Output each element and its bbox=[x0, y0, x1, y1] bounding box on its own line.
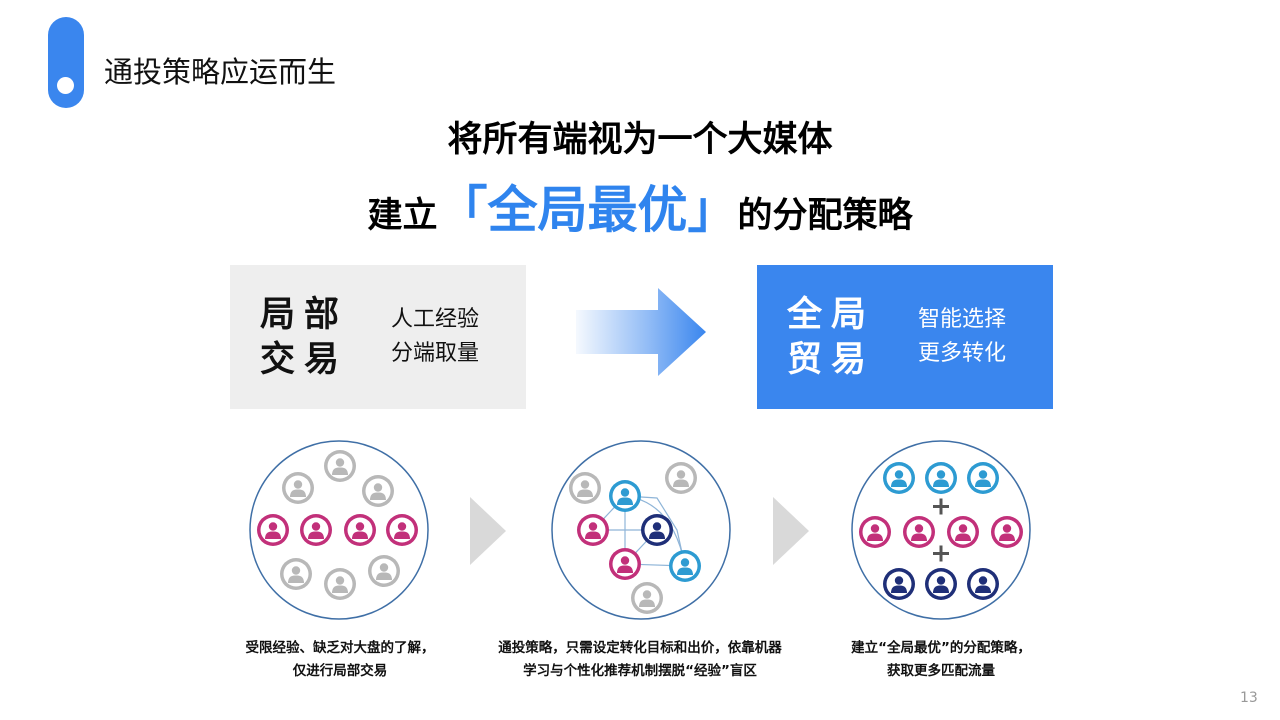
caption-local-trade: 受限经验、缺乏对大盘的了解， 仅进行局部交易 bbox=[170, 637, 510, 683]
user-icon bbox=[368, 555, 400, 587]
local-trade-box: 局部 交易 人工经验 分端取量 bbox=[230, 265, 526, 409]
user-icon bbox=[324, 450, 356, 482]
user-icon bbox=[324, 568, 356, 600]
caption-line: 获取更多匹配流量 bbox=[887, 663, 995, 679]
slide-title: 通投策略应运而生 bbox=[104, 55, 337, 89]
user-icon bbox=[967, 462, 999, 494]
global-box-title: 全局 贸易 bbox=[787, 293, 875, 383]
global-box-desc-line-2: 更多转化 bbox=[918, 341, 1007, 366]
user-icon bbox=[967, 568, 999, 600]
caption-line: 受限经验、缺乏对大盘的了解， bbox=[245, 640, 435, 656]
user-icon bbox=[344, 514, 376, 546]
user-icon bbox=[641, 514, 673, 546]
caption-line: 通投策略，只需设定转化目标和出价，依靠机器 bbox=[498, 640, 782, 656]
global-box-desc-line-1: 智能选择 bbox=[918, 307, 1007, 332]
local-box-title: 局部 交易 bbox=[260, 293, 348, 383]
user-icon bbox=[925, 462, 957, 494]
page-number: 13 bbox=[1240, 690, 1258, 706]
global-trade-circle bbox=[851, 440, 1031, 620]
user-icon bbox=[577, 514, 609, 546]
global-box-title-line-1: 全局 bbox=[787, 295, 876, 335]
local-trade-circle bbox=[249, 440, 429, 620]
user-icon bbox=[386, 514, 418, 546]
local-box-desc-line-2: 分端取量 bbox=[391, 341, 480, 366]
user-icon bbox=[609, 548, 641, 580]
user-icon bbox=[280, 558, 312, 590]
chevron-right-icon bbox=[470, 497, 506, 565]
title-marker bbox=[48, 17, 84, 108]
user-icon bbox=[903, 516, 935, 548]
arrow-right-icon bbox=[576, 288, 706, 376]
user-icon bbox=[300, 514, 332, 546]
caption-global-trade: 建立“全局最优”的分配策略， 获取更多匹配流量 bbox=[771, 637, 1111, 683]
user-icon bbox=[257, 514, 289, 546]
caption-line: 学习与个性化推荐机制摆脱“经验”盲区 bbox=[523, 663, 757, 679]
global-trade-box: 全局 贸易 智能选择 更多转化 bbox=[757, 265, 1053, 409]
user-icon bbox=[631, 582, 663, 614]
user-icon bbox=[859, 516, 891, 548]
user-icon bbox=[362, 475, 394, 507]
user-icon bbox=[991, 516, 1023, 548]
headline-line-1: 将所有端视为一个大媒体 bbox=[447, 120, 833, 160]
caption-smart-bidding: 通投策略，只需设定转化目标和出价，依靠机器 学习与个性化推荐机制摆脱“经验”盲区 bbox=[470, 637, 810, 683]
local-box-title-line-1: 局部 bbox=[260, 295, 349, 335]
user-icon bbox=[925, 568, 957, 600]
user-icon bbox=[883, 462, 915, 494]
user-icon bbox=[947, 516, 979, 548]
user-icon bbox=[665, 462, 697, 494]
global-box-title-line-2: 贸易 bbox=[787, 340, 876, 380]
title-marker-dot bbox=[57, 77, 74, 94]
local-box-title-line-2: 交易 bbox=[260, 340, 349, 380]
headline-accent: 「全局最优」 bbox=[437, 181, 738, 239]
headline-prefix: 建立 bbox=[367, 196, 438, 236]
user-icon bbox=[669, 550, 701, 582]
headline-line-2: 建立「全局最优」的分配策略 bbox=[0, 170, 1280, 256]
headline-suffix: 的分配策略 bbox=[737, 196, 913, 236]
caption-line: 建立“全局最优”的分配策略， bbox=[851, 640, 1031, 656]
local-box-desc-line-1: 人工经验 bbox=[391, 307, 480, 332]
caption-line: 仅进行局部交易 bbox=[292, 663, 388, 679]
plus-icon bbox=[933, 498, 949, 515]
user-icon bbox=[609, 480, 641, 512]
chevron-right-icon bbox=[773, 497, 809, 565]
plus-icon bbox=[933, 545, 949, 562]
smart-bidding-circle bbox=[551, 440, 731, 620]
user-icon bbox=[282, 472, 314, 504]
global-box-desc: 智能选择 更多转化 bbox=[918, 303, 1006, 371]
local-box-desc: 人工经验 分端取量 bbox=[391, 303, 479, 371]
user-icon bbox=[569, 472, 601, 504]
user-icon bbox=[883, 568, 915, 600]
